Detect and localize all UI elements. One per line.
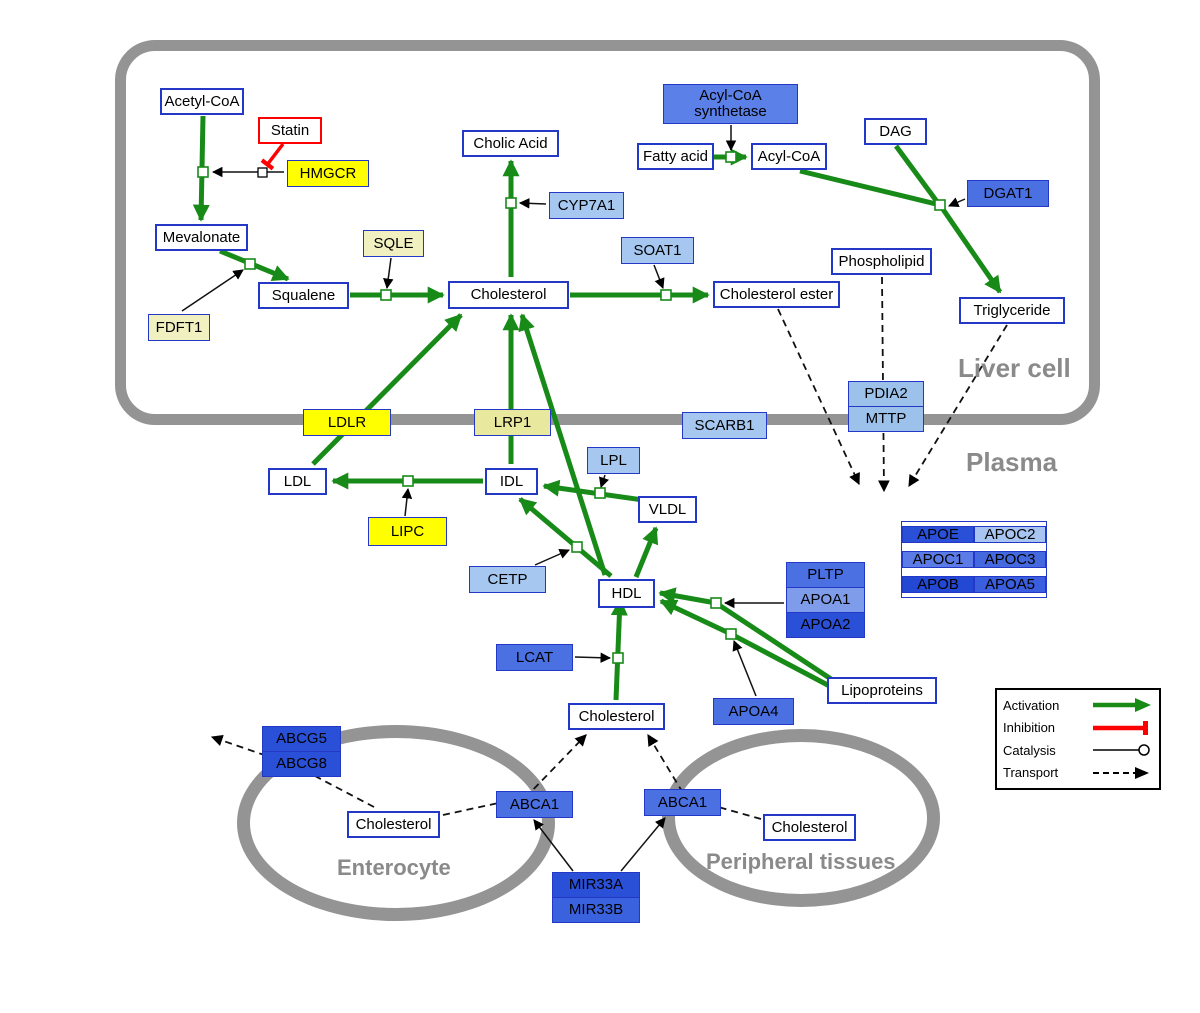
node-apoa2[interactable]: APOA2 [787, 612, 864, 637]
node-cholesterol-liver[interactable]: Cholesterol [448, 281, 569, 309]
node-triglyceride[interactable]: Triglyceride [959, 297, 1065, 324]
node-cholesterol-peripheral[interactable]: Cholesterol [763, 814, 856, 841]
node-abca1-right[interactable]: ABCA1 [644, 789, 721, 816]
node-mttp[interactable]: MTTP [849, 406, 923, 431]
node-apoa5[interactable]: APOA5 [974, 575, 1046, 594]
node-abca1-mid[interactable]: ABCA1 [496, 791, 573, 818]
node-cholesterol-enterocyte[interactable]: Cholesterol [347, 811, 440, 838]
inhibition-edge-statin [260, 142, 285, 171]
legend-catalysis-label: Catalysis [1003, 742, 1056, 758]
plasma-label: Plasma [966, 447, 1058, 477]
node-hmgcr[interactable]: HMGCR [287, 160, 369, 187]
node-fatty-acid[interactable]: Fatty acid [637, 143, 714, 170]
node-lipc[interactable]: LIPC [368, 517, 447, 546]
node-mir33-stack: MIR33A MIR33B [552, 872, 640, 923]
legend-inhibition-label: Inhibition [1003, 720, 1056, 736]
node-dgat1[interactable]: DGAT1 [967, 180, 1049, 207]
node-cetp[interactable]: CETP [469, 566, 546, 593]
node-lipoproteins[interactable]: Lipoproteins [827, 677, 937, 704]
node-fdft1[interactable]: FDFT1 [148, 314, 210, 341]
catalysis-edges [181, 125, 966, 872]
node-dag[interactable]: DAG [864, 118, 927, 145]
node-acyl-coa-synthetase[interactable]: Acyl-CoA synthetase [663, 84, 798, 124]
node-abcg8[interactable]: ABCG8 [263, 751, 340, 776]
node-mir33b[interactable]: MIR33B [553, 897, 639, 922]
node-acyl-coa[interactable]: Acyl-CoA [751, 143, 827, 170]
legend-row-catalysis: Catalysis [1003, 742, 1153, 758]
node-sqle[interactable]: SQLE [363, 230, 424, 257]
legend-transport-label: Transport [1003, 765, 1059, 781]
legend-row-transport: Transport [1003, 765, 1153, 781]
node-ldl[interactable]: LDL [268, 468, 327, 495]
catalysis-anchor-square [257, 167, 268, 178]
node-hdl[interactable]: HDL [598, 579, 655, 608]
node-apoc3[interactable]: APOC3 [974, 550, 1046, 569]
activation-arrow-icon [1093, 698, 1151, 713]
node-lcat[interactable]: LCAT [496, 644, 573, 671]
liver-cell-compartment [115, 40, 1100, 425]
node-cholesterol-ester[interactable]: Cholesterol ester [713, 281, 840, 308]
node-idl[interactable]: IDL [485, 468, 538, 495]
node-acetyl-coa[interactable]: Acetyl-CoA [160, 88, 244, 115]
node-apoa1[interactable]: APOA1 [787, 587, 864, 612]
node-apob[interactable]: APOB [902, 575, 974, 594]
node-pltp-apoa-stack: PLTP APOA1 APOA2 [786, 562, 865, 638]
node-vldl[interactable]: VLDL [638, 496, 697, 523]
node-phospholipid[interactable]: Phospholipid [831, 248, 932, 275]
node-abcg5[interactable]: ABCG5 [263, 727, 340, 751]
legend-row-activation: Activation [1003, 697, 1153, 713]
node-lpl[interactable]: LPL [587, 447, 640, 474]
inhibition-tbar-icon [1093, 720, 1148, 735]
node-ldlr[interactable]: LDLR [303, 409, 391, 436]
node-mir33a[interactable]: MIR33A [553, 873, 639, 897]
node-lrp1[interactable]: LRP1 [474, 409, 551, 436]
legend-row-inhibition: Inhibition [1003, 720, 1153, 736]
reaction-squares [197, 151, 946, 664]
node-apoa4[interactable]: APOA4 [713, 698, 794, 725]
node-abcg-stack: ABCG5 ABCG8 [262, 726, 341, 777]
node-pltp[interactable]: PLTP [787, 563, 864, 587]
catalysis-circle-icon [1093, 744, 1150, 756]
legend: Activation Inhibition Catalysis Transpor… [995, 688, 1161, 790]
node-apo-grid: APOE APOC2 APOC1 APOC3 APOB APOA5 [901, 521, 1047, 598]
node-apoc2[interactable]: APOC2 [974, 525, 1046, 544]
legend-activation-label: Activation [1003, 697, 1060, 713]
node-statin[interactable]: Statin [258, 117, 322, 144]
node-cyp7a1[interactable]: CYP7A1 [549, 192, 624, 219]
node-pdia2-mttp-stack: PDIA2 MTTP [848, 381, 924, 432]
node-mevalonate[interactable]: Mevalonate [155, 224, 248, 251]
peripheral-tissues-label: Peripheral tissues [706, 849, 896, 874]
transport-arrow-icon [1093, 766, 1149, 779]
liver-cell-label: Liver cell [958, 353, 1071, 383]
node-soat1[interactable]: SOAT1 [621, 237, 694, 264]
node-squalene[interactable]: Squalene [258, 282, 349, 309]
node-cholic-acid[interactable]: Cholic Acid [462, 130, 559, 157]
node-pdia2[interactable]: PDIA2 [849, 382, 923, 406]
node-apoc1[interactable]: APOC1 [902, 550, 974, 569]
enterocyte-label: Enterocyte [337, 855, 451, 880]
node-cholesterol-plasma[interactable]: Cholesterol [568, 703, 665, 730]
node-scarb1[interactable]: SCARB1 [682, 412, 767, 439]
node-apoe[interactable]: APOE [902, 525, 974, 544]
